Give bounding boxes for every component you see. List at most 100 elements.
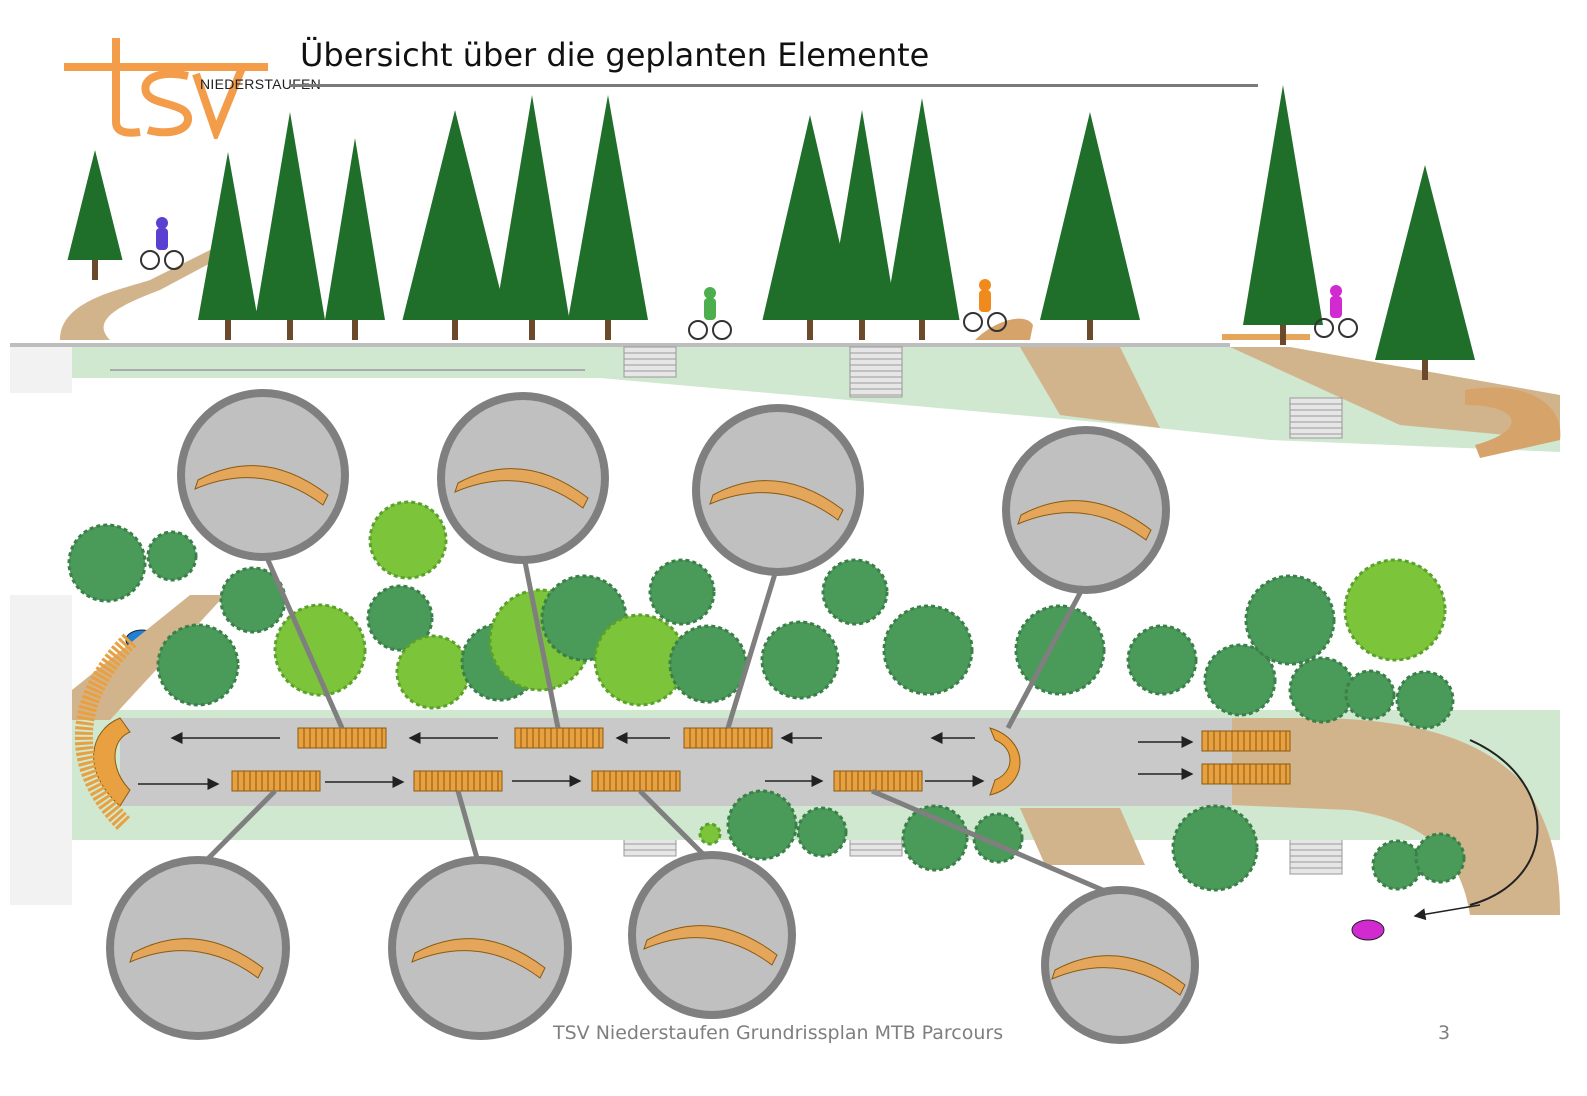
bush [1343,558,1447,662]
callout-leader [520,551,561,729]
ramp-deck [833,770,923,792]
callout-leader [638,789,714,865]
rider-helmet [156,217,168,229]
stair-block [1289,397,1343,439]
ramp-3d-view [454,468,589,509]
bush [1395,670,1455,730]
bush [1414,832,1466,884]
tree-crown [1375,165,1475,360]
detail-callout-wooden-drop-ramp [628,789,796,1019]
tree-crown [568,95,648,320]
tsv-logo: NIEDERSTAUFEN [60,34,321,144]
bike-wheel [1314,318,1334,338]
logo-subtitle: NIEDERSTAUFEN [200,76,322,92]
bush [1244,574,1336,666]
title-divider [290,84,1258,87]
profile-dirt-descent [1230,347,1560,440]
ramp-3d-view [194,465,329,506]
tree-crown [67,150,123,260]
bush [1126,624,1198,696]
bush [796,806,848,858]
wooden-ramp [591,770,681,792]
rider-body [979,290,991,312]
bush [368,500,448,580]
bike-wheel [164,250,184,270]
conifer-tree [255,112,325,340]
tree-crown [884,98,960,320]
conifer-tree [827,110,897,340]
detail-callout-wooden-roller [106,789,290,1040]
cyclist [688,287,732,340]
profile-start-ramp [60,240,235,340]
conifer-tree [494,95,570,340]
conifer-tree [402,110,508,340]
bike-wheel [1338,318,1358,338]
bike-wheel [688,320,708,340]
wooden-ramp [1201,730,1291,752]
bush [156,623,240,707]
bush [726,789,798,861]
bush [760,620,840,700]
ramp-deck [591,770,681,792]
ramp-3d-view [129,938,264,979]
ramp-3d-view [1017,500,1152,541]
ramp-deck [1201,763,1291,785]
ramp-deck [297,727,387,749]
tree-crown [1243,85,1323,325]
exit-curve-line [1469,739,1539,906]
bush [882,604,974,696]
bush [1288,656,1356,724]
track-surface [120,718,1232,806]
bush [1203,643,1277,717]
bush [366,584,434,652]
bike-wheel [963,312,983,332]
conifer-tree [884,98,960,340]
callout-leader [196,789,277,871]
tree-crown [1040,112,1140,320]
conifer-tree [325,138,385,340]
bush [821,558,889,626]
wooden-ramp [683,727,773,749]
callout-leader [260,547,345,730]
stairs [849,346,903,398]
bush [146,530,198,582]
bush [1171,804,1259,892]
footer-text: TSV Niederstaufen Grundrissplan MTB Parc… [553,1022,1004,1044]
turn-berm [989,727,1021,796]
page-number: 3 [1438,1022,1451,1044]
cyclist-top-view [1351,919,1385,941]
detail-callout-wooden-arch-bridge [692,404,864,729]
rider-helmet [1330,285,1342,297]
tree-crown [402,110,508,320]
rider-helmet [979,279,991,291]
conifer-tree [1040,112,1140,340]
wooden-ramp [413,770,503,792]
ramp-deck [1201,730,1291,752]
ramp-deck [514,727,604,749]
conifer-trees [67,85,1475,380]
profile-start-block [10,345,72,393]
conifer-tree [198,152,258,340]
bush [901,804,969,872]
wooden-ramp [514,727,604,749]
conifer-tree [1375,165,1475,380]
rider-body [704,298,716,320]
cyclist [1314,285,1358,338]
page-title: Übersicht über die geplanten Elemente [300,36,930,74]
detail-callout-wooden-step-ramp [871,788,1199,1044]
profile-bench-ramp [1222,334,1310,340]
cyclist [963,279,1007,332]
conifer-tree [568,95,648,340]
callout-leader [871,788,1121,900]
callout-leader [725,563,781,729]
rider-helmet [704,287,716,299]
ramp-deck [231,770,321,792]
callout-leader [455,790,483,870]
conifer-tree [762,115,858,340]
bush [1371,839,1423,891]
bush [668,624,748,704]
plan-exit-curve [1230,718,1560,915]
conifer-tree [1243,85,1323,345]
plan-view [10,389,1560,1044]
